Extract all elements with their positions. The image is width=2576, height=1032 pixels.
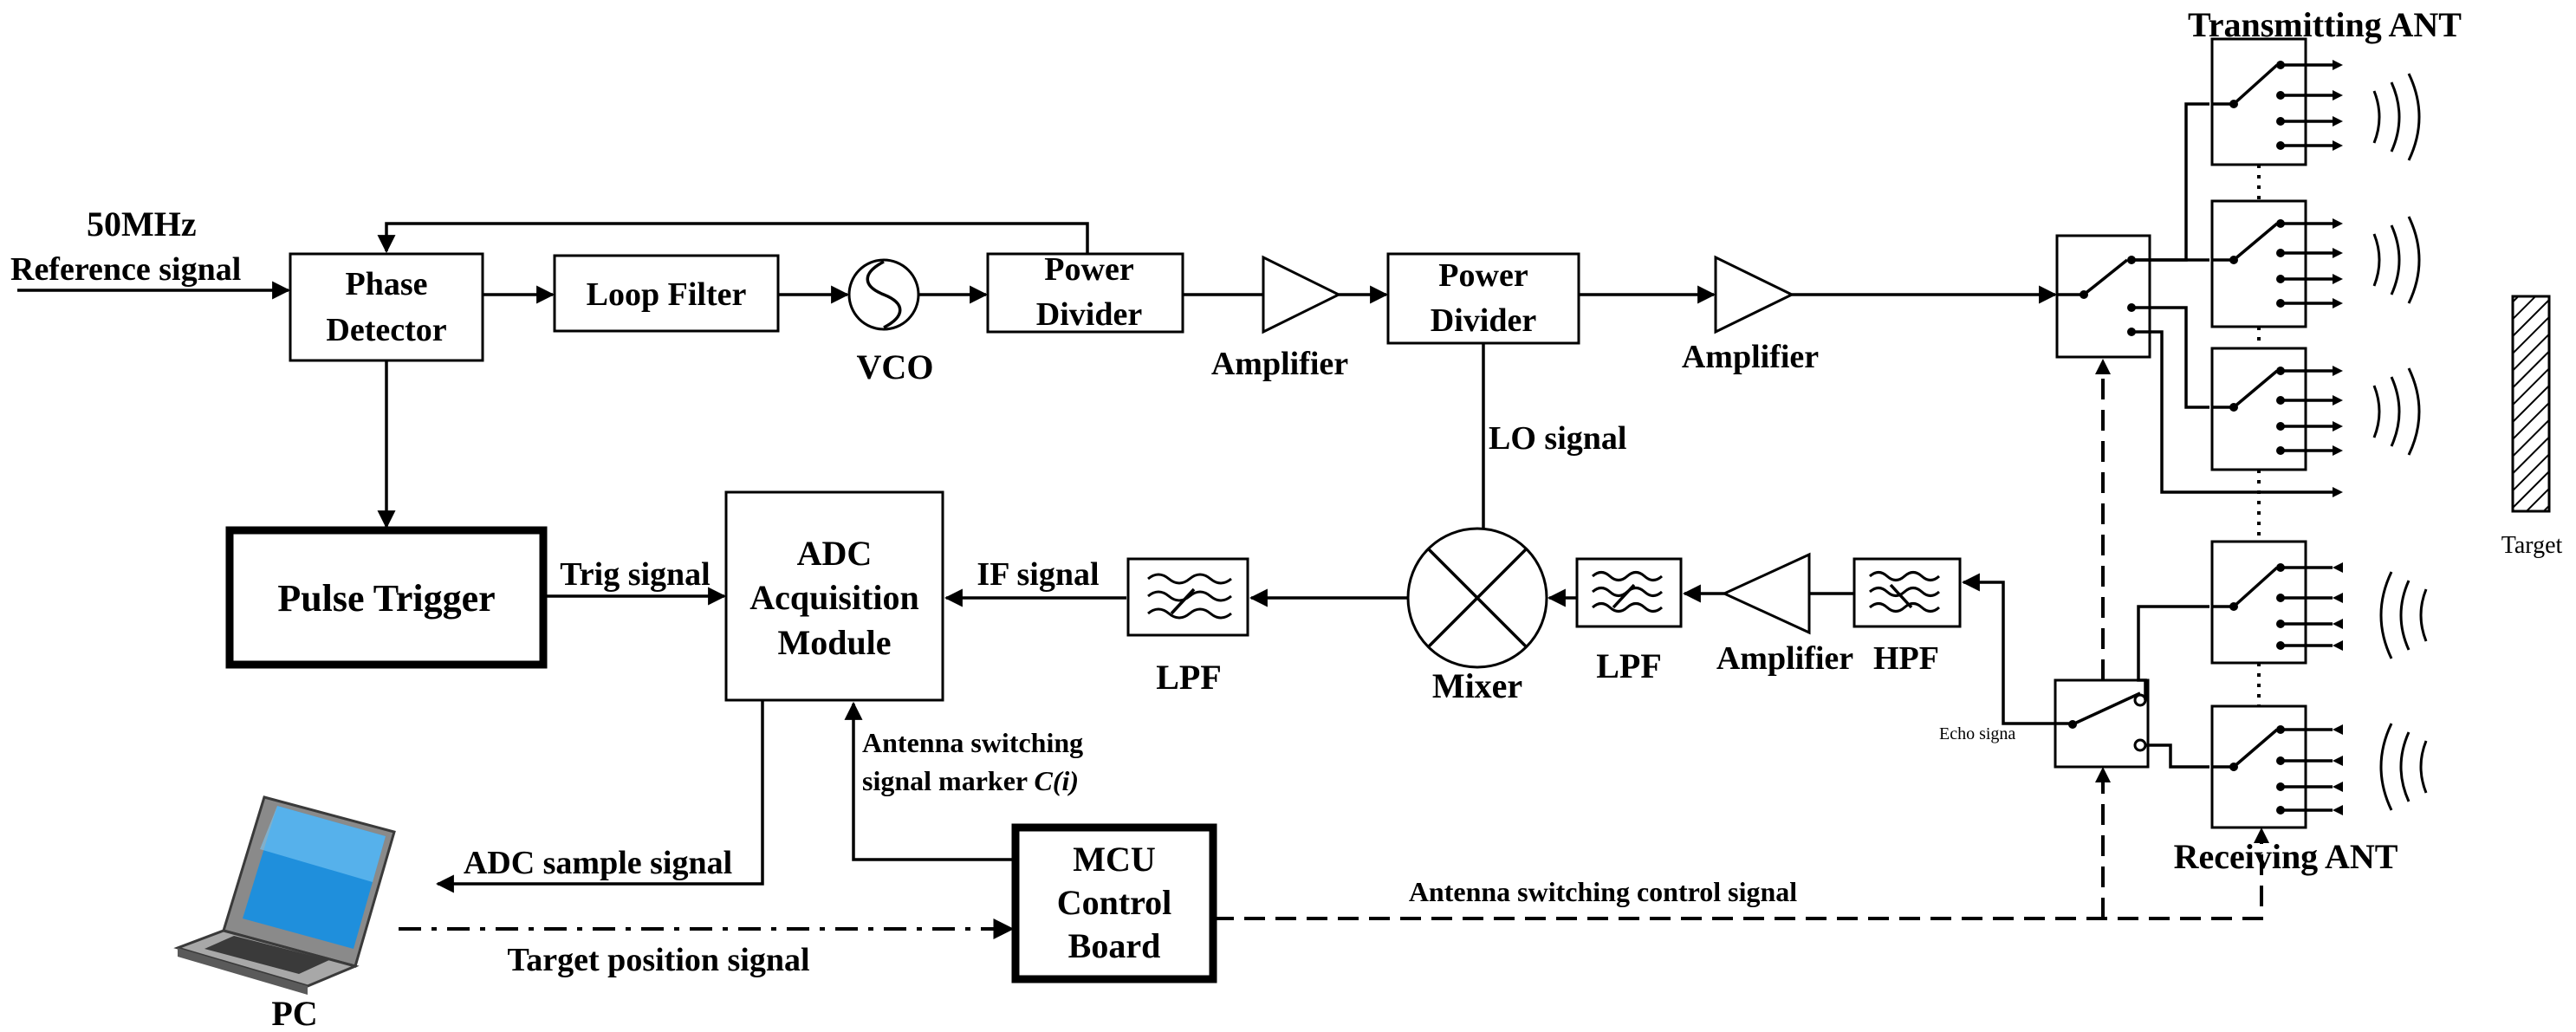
transmitting-ant-label: Transmitting ANT bbox=[2188, 5, 2462, 44]
antenna-control-arrowhead-tx bbox=[2095, 359, 2111, 374]
amplifier-2-label: Amplifier bbox=[1682, 339, 1819, 375]
lo-signal-label: LO signal bbox=[1489, 420, 1626, 457]
antenna-control-label: Antenna switching control signal bbox=[1409, 876, 1797, 907]
power-divider-1-box bbox=[986, 252, 1184, 334]
phase-detector-label-1: Phase bbox=[346, 266, 428, 302]
amplifier-1-triangle bbox=[1262, 255, 1342, 334]
tx-switch-to-ant4-line bbox=[2132, 330, 2335, 494]
lpf-1-label: LPF bbox=[1156, 658, 1222, 697]
mixer-icon bbox=[1406, 527, 1548, 669]
power-divider-2-label-2: Divider bbox=[1431, 302, 1537, 339]
ref-signal-label: Reference signal bbox=[10, 251, 241, 288]
adc-label-1: ADC bbox=[797, 534, 873, 573]
pc-label: PC bbox=[271, 994, 317, 1032]
antenna-control-arrowhead-rx bbox=[2254, 828, 2269, 843]
amplifier-3-triangle bbox=[1721, 552, 1811, 635]
target-position-label: Target position signal bbox=[507, 942, 809, 978]
lpf-2-filter-icon bbox=[1575, 557, 1683, 628]
tx-antenna-switch-2 bbox=[2210, 199, 2333, 328]
phase-detector-label-2: Detector bbox=[326, 312, 446, 348]
pc-laptop-icon bbox=[173, 795, 396, 995]
power-divider-1-label-2: Divider bbox=[1036, 296, 1143, 333]
adc-label-3: Module bbox=[777, 623, 891, 662]
adc-module-box bbox=[724, 490, 944, 702]
antenna-control-signal-line bbox=[1213, 834, 2263, 920]
antenna-marker-text: signal marker bbox=[862, 765, 1028, 796]
ref-freq-label: 50MHz bbox=[87, 204, 197, 243]
antenna-control-arrowhead-echo bbox=[2095, 767, 2111, 782]
tx-switch-to-ant3-line bbox=[2132, 306, 2209, 409]
echo-switch-to-rx1-line bbox=[2137, 605, 2209, 700]
tx-antenna-switch-3 bbox=[2210, 347, 2333, 471]
loop-filter-label: Loop Filter bbox=[587, 276, 747, 313]
adc-sample-label: ADC sample signal bbox=[464, 845, 732, 881]
receiving-ant-label: Receiving ANT bbox=[2174, 837, 2398, 876]
mcu-label-2: Control bbox=[1057, 883, 1172, 922]
mcu-label-3: Board bbox=[1068, 926, 1161, 965]
target-label: Target bbox=[2501, 532, 2563, 559]
power-divider-1-label-1: Power bbox=[1044, 251, 1134, 288]
power-divider-2-box bbox=[1386, 252, 1580, 345]
mcu-to-adc-marker-arrow bbox=[844, 701, 1015, 861]
trig-signal-label: Trig signal bbox=[560, 556, 711, 593]
tx-wave-icons bbox=[2372, 73, 2421, 456]
mcu-control-board-box bbox=[1011, 823, 1217, 983]
tx-selector-switch bbox=[2055, 234, 2151, 359]
lpf-2-label: LPF bbox=[1596, 646, 1662, 685]
adc-sample-signal-arrow bbox=[435, 700, 764, 893]
pulse-trigger-label: Pulse Trigger bbox=[277, 577, 495, 620]
rx-antenna-input-arrows bbox=[2333, 562, 2343, 815]
adc-label-2: Acquisition bbox=[749, 578, 919, 617]
amplifier-3-label: Amplifier bbox=[1716, 640, 1853, 677]
mixer-label: Mixer bbox=[1432, 666, 1522, 705]
echo-switch-to-rx2-line bbox=[2145, 743, 2209, 769]
rx-wave-icons bbox=[2379, 571, 2428, 811]
tx-antenna-switch-1 bbox=[2210, 37, 2333, 166]
antenna-marker-ci: C(i) bbox=[1035, 765, 1080, 796]
mcu-label-1: MCU bbox=[1073, 840, 1156, 879]
rx-antenna-switch-2 bbox=[2210, 704, 2333, 829]
antenna-marker-label-2: signal marker C(i) bbox=[862, 765, 1079, 796]
tx-antenna-output-arrows bbox=[2333, 60, 2343, 497]
hpf-filter-icon bbox=[1853, 557, 1962, 628]
pulse-trigger-box bbox=[225, 526, 548, 669]
loop-filter-box bbox=[553, 254, 780, 333]
target-block bbox=[2511, 295, 2551, 513]
antenna-marker-label-1: Antenna switching bbox=[862, 727, 1083, 758]
if-signal-label: IF signal bbox=[977, 556, 1099, 593]
vco-label: VCO bbox=[857, 347, 934, 386]
amplifier-2-triangle bbox=[1714, 255, 1795, 334]
lpf-1-filter-icon bbox=[1126, 557, 1249, 637]
amplifier-1-label: Amplifier bbox=[1211, 346, 1348, 382]
echo-switch bbox=[2054, 678, 2150, 769]
vco-sine-icon bbox=[866, 260, 902, 329]
echo-to-hpf-arrow bbox=[1961, 573, 2055, 725]
pll-feedback-line bbox=[377, 222, 1089, 254]
rx-antenna-switch-1 bbox=[2210, 540, 2333, 665]
echo-signal-label: Echo signa bbox=[1939, 724, 2015, 743]
hpf-label: HPF bbox=[1873, 640, 1939, 677]
power-divider-2-label-1: Power bbox=[1438, 257, 1528, 294]
